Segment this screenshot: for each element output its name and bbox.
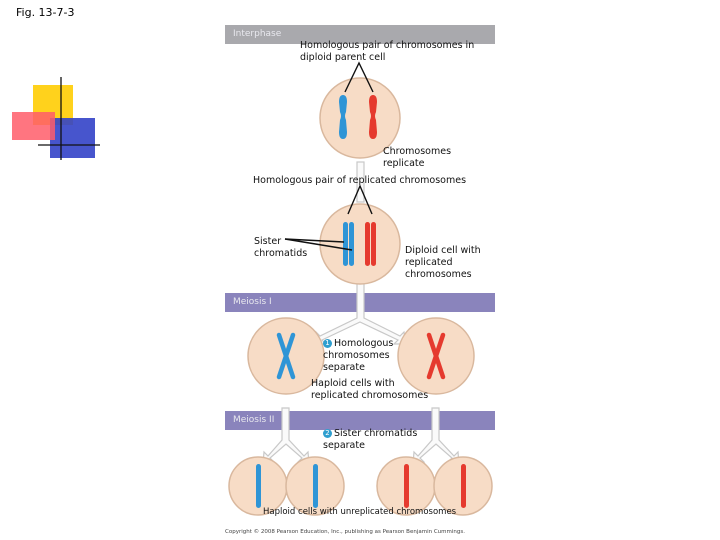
red-chromosome <box>369 95 377 139</box>
daughter-chromosome-3 <box>404 464 409 508</box>
deco-blue-square <box>50 118 95 158</box>
arrow-replication <box>356 161 365 203</box>
label-sister-chromatids: Sister chromatids <box>254 236 308 259</box>
daughter-chromosome-1 <box>256 464 261 508</box>
label-haploid-unreplicated: Haploid cells with unreplicated chromoso… <box>263 507 457 517</box>
meiosis-1-label: Meiosis I <box>233 297 272 307</box>
blue-x-chromosome <box>276 332 296 380</box>
step-1-text: Homologous chromosomes separate <box>323 338 394 373</box>
arrow-meiosis-2-left <box>262 407 310 465</box>
figure-label: Fig. 13-7-3 <box>16 6 75 19</box>
daughter-chromosome-2 <box>313 464 318 508</box>
replicated-cell <box>319 203 401 285</box>
arrow-meiosis-2-right <box>412 407 460 465</box>
step-2-badge: 2 <box>323 429 332 438</box>
pointer-sister-2 <box>284 238 353 251</box>
pointer-sister-1 <box>284 238 345 243</box>
red-replicated-chromosome <box>365 222 376 266</box>
meiosis-2-band: Meiosis II <box>225 411 495 430</box>
step-2-text: Sister chromatids separate <box>323 428 418 451</box>
meiosis-2-label: Meiosis II <box>233 415 275 425</box>
pointer-homologous-pair <box>344 61 374 93</box>
interphase-label: Interphase <box>233 29 282 39</box>
pointer-homologous-replicated <box>347 184 373 215</box>
daughter-chromosome-4 <box>461 464 466 508</box>
red-x-chromosome <box>426 332 446 380</box>
interphase-band: Interphase <box>225 25 495 44</box>
connector-arrows <box>262 161 460 465</box>
step-1-badge: 1 <box>323 339 332 348</box>
label-homologous-pair: Homologous pair of chromosomes in diploi… <box>300 40 475 63</box>
arrow-meiosis-1 <box>313 281 407 345</box>
decorative-squares <box>12 77 100 160</box>
deco-red-square <box>12 112 55 140</box>
label-haploid-replicated: Haploid cells with replicated chromosome… <box>311 378 429 401</box>
copyright-notice: Copyright © 2008 Pearson Education, Inc.… <box>225 529 466 535</box>
blue-chromosome <box>339 95 347 139</box>
label-homologous-replicated: Homologous pair of replicated chromosome… <box>253 175 467 186</box>
blue-replicated-chromosome <box>343 222 354 266</box>
pointer-lines <box>284 61 374 251</box>
label-chromosomes-replicate: Chromosomes replicate <box>383 146 452 169</box>
label-diploid-cell: Diploid cell with replicated chromosomes <box>405 245 481 280</box>
